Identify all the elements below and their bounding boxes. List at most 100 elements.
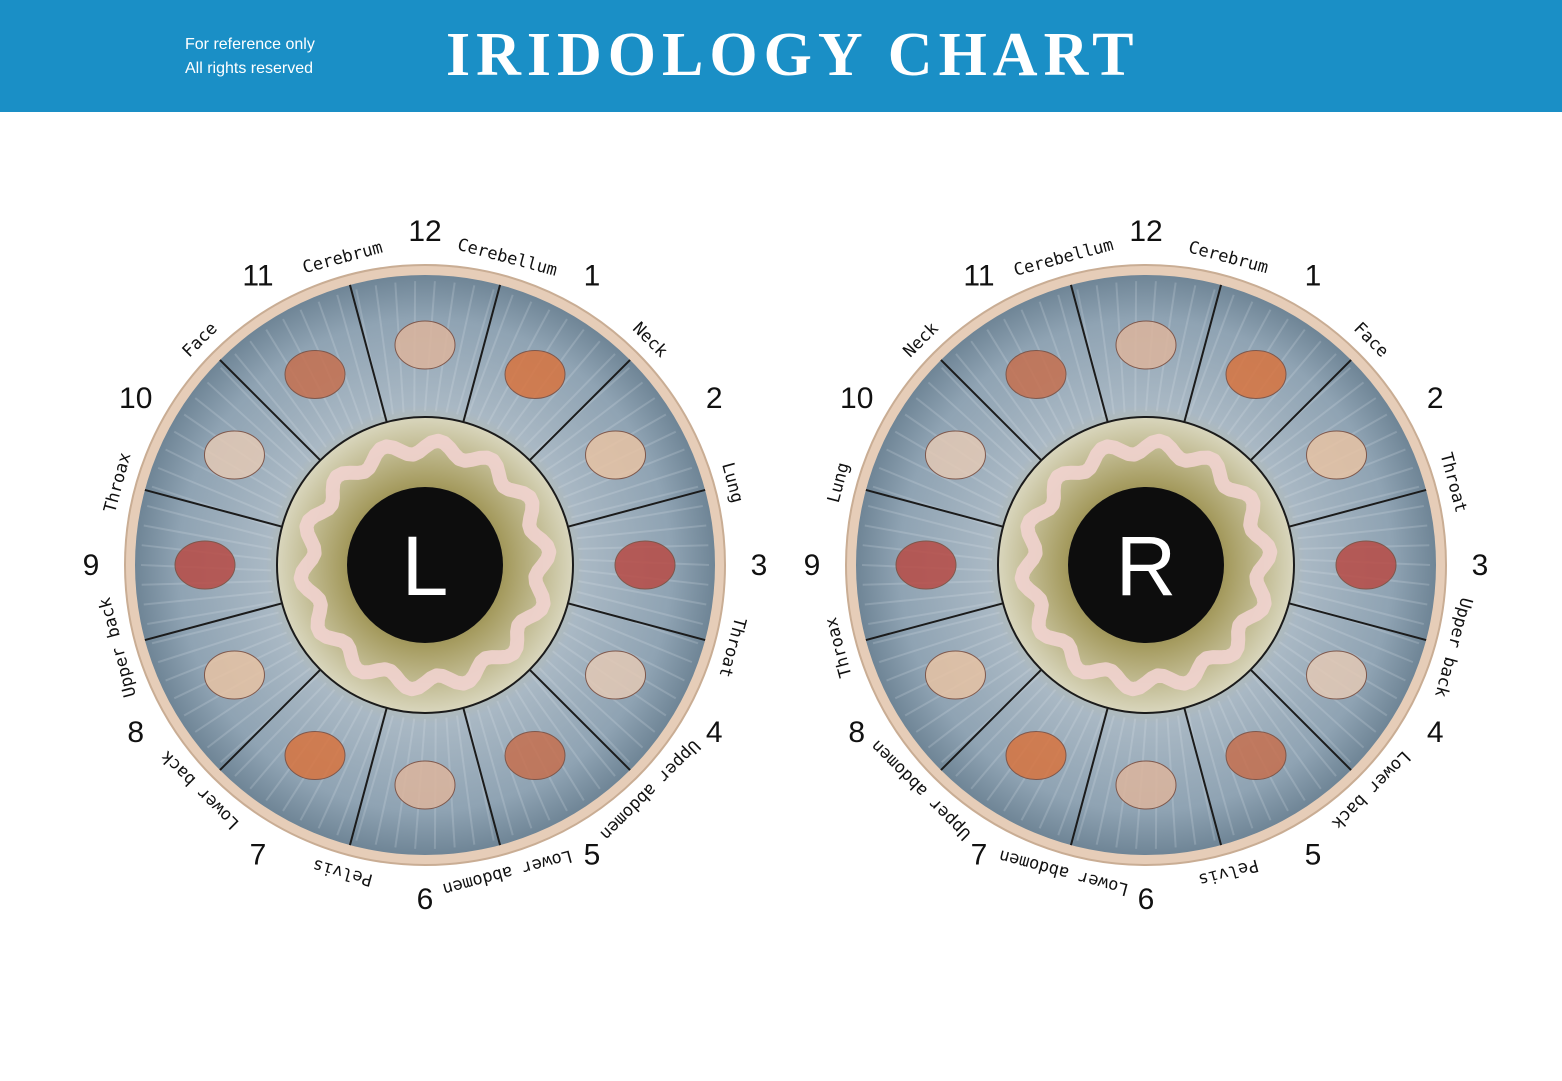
sector-divider [940,668,1043,771]
eye-letter: L [402,519,449,613]
iris-fibre [234,353,319,455]
iris-fibre [466,712,495,841]
zone-number: 12 [1129,215,1162,248]
organ-illustration [203,650,265,700]
iris-fibre [1288,621,1406,682]
iris-fibre [864,524,994,550]
zone-number: 1 [1305,260,1322,293]
iris-fibre [355,289,384,418]
zone-number: 10 [840,382,873,415]
sector-divider [1069,707,1109,846]
iris-fibre [531,675,616,777]
iris-fibre [872,485,997,529]
zone-number: 9 [83,549,100,582]
sector-divider [865,602,1004,642]
iris-fibre [220,675,319,764]
sector-divider [1288,602,1427,642]
sector-divider [865,488,1004,528]
zone-number: 9 [804,549,821,582]
zone-number: 2 [1427,382,1444,415]
iris-fibre [1295,504,1424,529]
sector-divider [462,284,502,423]
iris-fibre [1057,294,1095,421]
zone-number: 4 [1427,716,1444,749]
iris-fibre [867,504,995,540]
iris-fibre [576,590,704,626]
iris-fibre [567,621,685,682]
zone-number: 5 [584,838,601,871]
organ-illustration [284,731,346,781]
zone-number: 6 [417,883,434,916]
iris-fibre [970,340,1048,448]
iris-fibre [545,659,644,749]
iris-chart-l: L123456789101112CerebellumNeckLungThroat… [83,215,768,916]
organ-illustration [284,349,346,399]
iris-fibre [538,667,631,763]
organ-illustration [174,540,236,590]
iris-fibre [574,601,699,645]
iris-fibre [456,289,495,415]
sector-divider [462,707,502,846]
iris-fibre [1076,289,1105,418]
zone-number: 7 [250,838,267,871]
zone-number: 10 [119,382,152,415]
iris-fibre [872,611,1000,645]
iris-fibre [219,367,312,463]
iris-fibre [868,601,997,626]
rights-note: All rights reserved [185,60,314,77]
iris-fibre [1298,580,1428,606]
iris-fibre [1297,524,1428,540]
iris-fibre [157,621,283,664]
iris-fibre [878,621,1004,664]
iris-fibre [1197,301,1254,421]
pupil [347,487,503,643]
organ-illustration [895,540,957,590]
sector-divider [219,668,322,771]
iris-fibre [1038,709,1095,829]
iris-fibre [1292,485,1420,519]
organ-illustration [924,430,986,480]
header-banner: For reference only All rights reserved I… [0,0,1562,112]
zone-number: 3 [1472,549,1489,582]
iris-fibre [574,504,703,529]
iris-fibre [1187,294,1235,418]
iris-fibre [538,381,644,463]
organ-illustration [614,540,676,590]
iris-fibre [336,712,384,836]
organ-illustration [585,430,647,480]
zone-number: 12 [408,215,441,248]
iris-fibre [234,682,327,777]
sector-divider [1288,488,1427,528]
iris-fibre [1295,601,1420,645]
iris-fibre [143,590,274,606]
iris-fibre [157,466,279,519]
iris-fibre [147,601,276,626]
sector-divider [567,602,706,642]
sector-divider [528,359,631,462]
iris-fibre [151,611,279,645]
iris-fibre [445,285,476,413]
iris-fibre [336,294,374,421]
zone-number: 3 [751,549,768,582]
sector-divider [219,359,322,462]
iris-fibre [523,682,601,790]
iris-fibre [1177,289,1216,415]
zone-number: 5 [1305,838,1322,871]
pupil [1068,487,1224,643]
iris-fibre [927,667,1033,749]
iris-fibre [886,448,1004,509]
organ-illustration [924,650,986,700]
iris-fibre [151,485,276,529]
organ-illustration [504,731,566,781]
organ-illustration [394,760,456,810]
iris-fibre [1288,466,1414,509]
iris-fibre [206,381,305,471]
sector-divider [1249,359,1352,462]
iris-fibre [955,682,1048,777]
organ-illustration [1306,650,1368,700]
zone-number: 2 [706,382,723,415]
sector-divider [940,359,1043,462]
iris-fibre [374,717,405,845]
organ-illustration [504,349,566,399]
iris-fibre [1292,611,1414,664]
